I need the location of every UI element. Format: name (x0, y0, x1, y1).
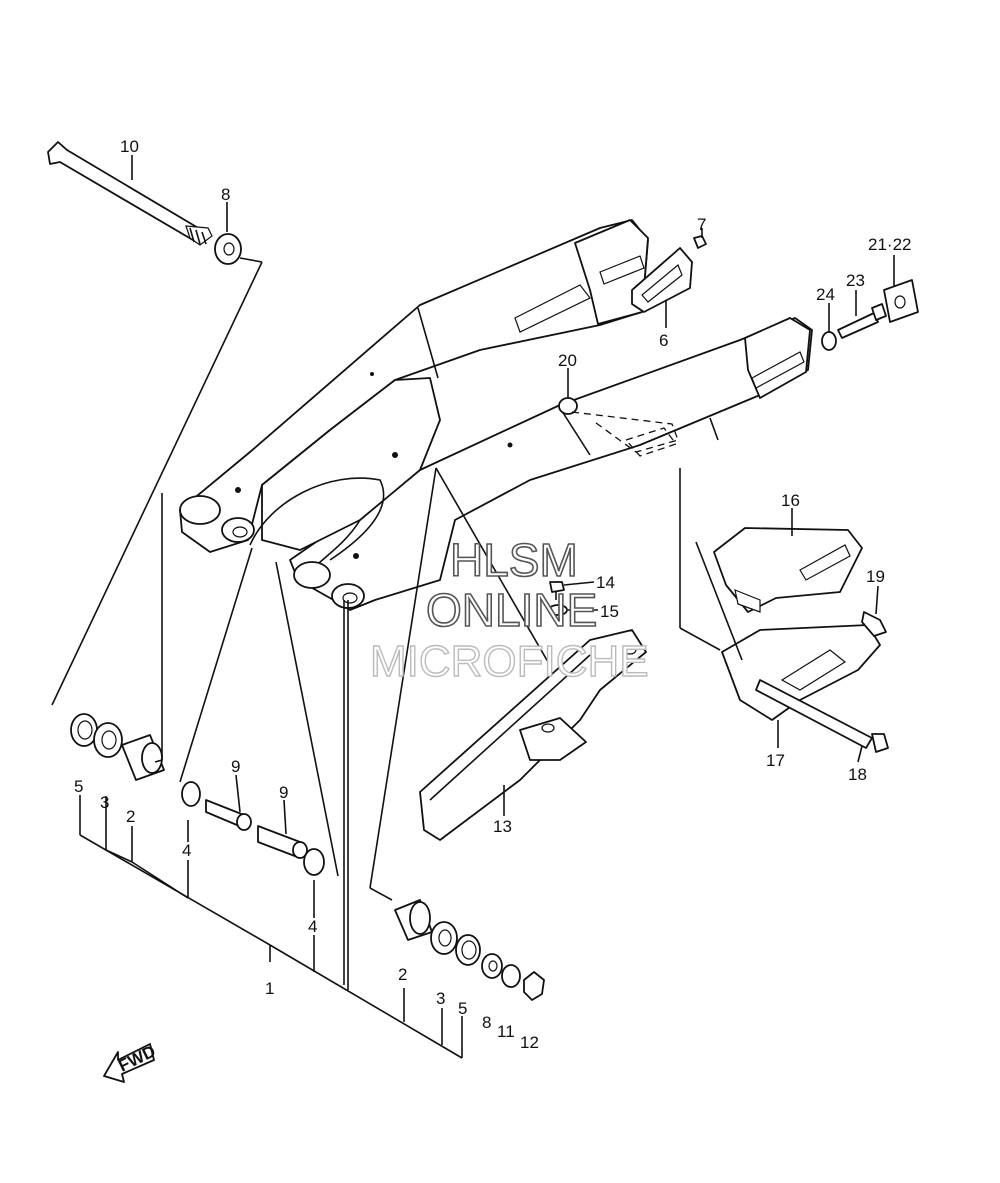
callout-4-lower: 4 (308, 917, 317, 936)
part-11-washer[interactable] (501, 964, 521, 988)
part-10-pivot-shaft[interactable] (47, 141, 213, 246)
part-15-washer[interactable] (548, 604, 568, 616)
part-19-bolt[interactable] (861, 611, 887, 637)
callout-8-top: 8 (221, 185, 230, 204)
callout-2-right: 2 (398, 965, 407, 984)
part-2-needle-bearing-left[interactable] (121, 734, 165, 781)
part-21-22-adjuster-block[interactable] (883, 279, 919, 323)
part-14-screw[interactable] (549, 581, 565, 600)
part-12-nut[interactable] (523, 971, 545, 1001)
part-13-chain-slider[interactable] (419, 629, 647, 841)
watermark: HLSM ONLINE MICROFICHE (369, 533, 649, 687)
part-4-seal-lower[interactable] (303, 848, 325, 876)
part-20-nut[interactable] (558, 397, 578, 415)
callout-20: 20 (558, 351, 577, 370)
callout-1: 1 (265, 979, 274, 998)
callout-labels: 10 8 7 6 21·22 23 24 20 16 14 15 19 17 1… (74, 137, 911, 1052)
part-16-chain-guide[interactable] (713, 527, 863, 613)
part-17-chain-guide-plate[interactable] (721, 624, 881, 721)
callout-19: 19 (866, 567, 885, 586)
callout-16: 16 (781, 491, 800, 510)
part-7-bolt[interactable] (693, 235, 707, 249)
mounting-dash-box (571, 411, 679, 457)
callout-3-right: 3 (436, 989, 445, 1008)
callout-9-lower: 9 (279, 783, 288, 802)
callout-17: 17 (766, 751, 785, 770)
callout-7: 7 (697, 215, 706, 234)
part-6-chain-adjuster-plate[interactable] (631, 247, 693, 313)
part-2-needle-bearing-right[interactable] (394, 899, 433, 941)
fwd-arrow-icon: FWD (103, 1042, 159, 1083)
callout-5-right: 5 (458, 999, 467, 1018)
callout-15: 15 (600, 602, 619, 621)
part-8-washer-right[interactable] (481, 953, 503, 979)
callout-3-left: 3 (100, 793, 109, 812)
callout-12: 12 (520, 1033, 539, 1052)
part-9-spacer-upper[interactable] (205, 799, 252, 831)
callout-18: 18 (848, 765, 867, 784)
callout-9-upper: 9 (231, 757, 240, 776)
part-8-washer[interactable] (214, 233, 242, 265)
part-3-bearing-right[interactable] (430, 921, 458, 955)
fwd-label: FWD (115, 1042, 158, 1076)
watermark-line-2: ONLINE (426, 584, 597, 636)
part-4-seal-upper[interactable] (181, 781, 201, 807)
callout-10: 10 (120, 137, 139, 156)
part-23-bolt[interactable] (837, 303, 887, 339)
callout-8-right: 8 (482, 1013, 491, 1032)
part-24-washer[interactable] (821, 331, 837, 351)
part-18-bolt[interactable] (755, 679, 889, 753)
callout-21-22: 21·22 (868, 235, 911, 254)
callout-4-upper: 4 (182, 841, 191, 860)
part-1-swingarm[interactable] (179, 219, 813, 611)
callout-14: 14 (596, 573, 615, 592)
callout-2-left: 2 (126, 807, 135, 826)
callout-13: 13 (493, 817, 512, 836)
callout-11: 11 (497, 1022, 515, 1041)
callout-5-left: 5 (74, 777, 83, 796)
part-5-seal-left[interactable] (70, 713, 98, 747)
part-5-seal-right[interactable] (455, 934, 481, 966)
part-9-spacer-lower[interactable] (257, 825, 308, 859)
callout-6: 6 (659, 331, 668, 350)
callout-23: 23 (846, 271, 865, 290)
watermark-line-1: HLSM (450, 534, 578, 586)
leader-lines (51, 155, 895, 1059)
watermark-line-3: MICROFICHE (370, 637, 649, 686)
part-3-bearing-left[interactable] (93, 722, 123, 758)
callout-24: 24 (816, 285, 835, 304)
